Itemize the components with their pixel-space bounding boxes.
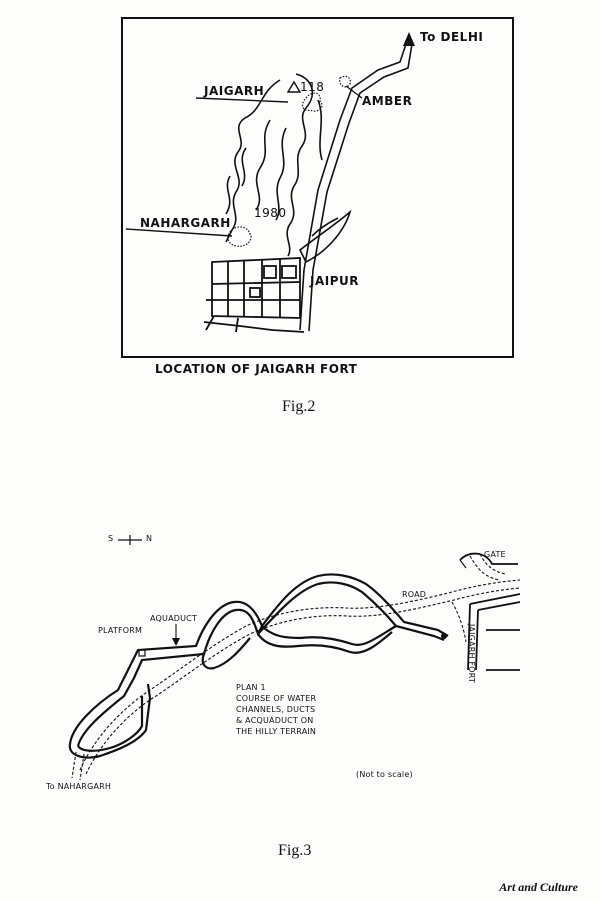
label-to-nahargarh: To NAHARGARH xyxy=(46,782,112,791)
footer-text: Art and Culture xyxy=(499,880,578,894)
plan-description: PLAN 1 COURSE OF WATER CHANNELS, DUCTS &… xyxy=(236,682,316,737)
label-jaigarh: JAIGARH xyxy=(204,84,265,98)
jaipur-grid xyxy=(203,257,305,333)
fort-symbols xyxy=(227,75,351,247)
label-road: ROAD xyxy=(402,590,427,599)
plan-line: COURSE OF WATER xyxy=(236,694,317,703)
terrain-outline xyxy=(68,573,449,759)
fig2-map: To DELHI JAIGARH 118 AMBER 1980 NAHARGAR… xyxy=(0,0,600,420)
label-gate: GATE xyxy=(484,550,506,559)
plan-line: PLAN 1 xyxy=(236,683,266,692)
label-nahargarh: NAHARGARH xyxy=(140,216,231,230)
jaigarh-fort-walls xyxy=(459,552,521,671)
label-height-jaigarh: 118 xyxy=(300,80,325,94)
compass-arrow xyxy=(118,535,142,545)
nahargarh-leader xyxy=(125,228,233,237)
label-to-delhi: To DELHI xyxy=(420,30,484,44)
channel-end-marker xyxy=(441,633,447,639)
fig2-title: LOCATION OF JAIGARH FORT xyxy=(155,362,358,376)
label-not-to-scale: (Not to scale) xyxy=(356,770,413,779)
delhi-arrow xyxy=(403,32,415,46)
jaigarh-leader xyxy=(195,97,289,103)
plan-line: CHANNELS, DUCTS xyxy=(236,705,316,714)
height-triangle xyxy=(286,80,302,93)
hill-contours xyxy=(225,73,352,264)
plan-line: THE HILLY TERRAIN xyxy=(236,727,317,736)
compass-south: S xyxy=(108,534,114,543)
label-amber: AMBER xyxy=(362,94,413,108)
fig3-caption: Fig.3 xyxy=(278,842,312,859)
map-frame xyxy=(121,17,514,358)
fig2-map-drawing xyxy=(121,17,514,358)
fig3-plan: S N GATE ROAD AQUADUCT PLATFORM JAIGARH … xyxy=(0,520,600,860)
label-jaipur: JAIPUR xyxy=(310,274,359,288)
label-aquaduct: AQUADUCT xyxy=(150,614,198,623)
fig3-plan-drawing xyxy=(68,535,521,781)
water-channel xyxy=(79,553,521,775)
compass-north: N xyxy=(146,534,153,543)
channel-to-nahargarh xyxy=(71,751,85,781)
label-jaigarh-fort: JAIGARH FORT xyxy=(467,624,476,684)
aquaduct-arrow-head xyxy=(172,638,180,646)
amber-leader xyxy=(345,85,363,99)
platform-marker xyxy=(138,649,146,657)
label-height-nahargarh: 1980 xyxy=(254,206,287,220)
plan-line: & ACQUADUCT ON xyxy=(236,716,314,725)
gate-symbol xyxy=(459,559,467,569)
label-platform: PLATFORM xyxy=(98,626,143,635)
fig2-caption: Fig.2 xyxy=(282,398,316,415)
